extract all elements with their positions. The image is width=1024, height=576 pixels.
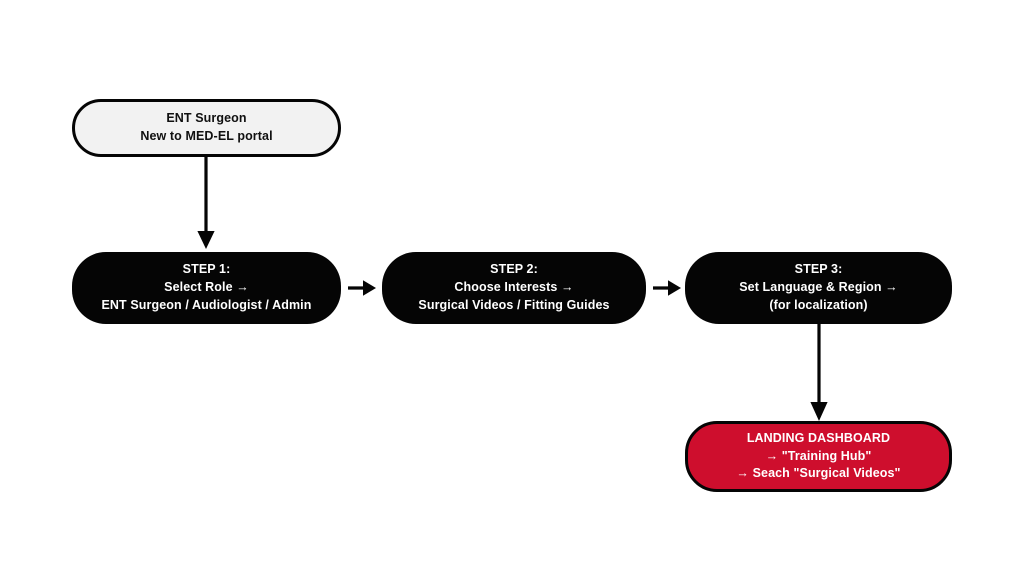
arrow-start-to-step1 — [191, 155, 221, 251]
node-step-1-line-2: Select Role → — [164, 280, 249, 295]
node-step-1[interactable]: STEP 1: Select Role → ENT Surgeon / Audi… — [72, 252, 341, 324]
node-step-2-line-3: Surgical Videos / Fitting Guides — [418, 297, 610, 312]
node-step-1-line-1: STEP 1: — [182, 262, 231, 277]
node-step-1-line-3: ENT Surgeon / Audiologist / Admin — [101, 297, 312, 312]
node-landing-line-3: → Seach "Surgical Videos" — [736, 466, 901, 481]
arrow-step2-to-step3 — [649, 275, 683, 301]
arrow-step1-to-step2 — [344, 275, 378, 301]
node-landing-line-2: → "Training Hub" — [765, 448, 872, 463]
node-step-2-line-1: STEP 2: — [490, 262, 538, 277]
arrow-step3-to-landing — [804, 321, 834, 423]
node-persona-start-line-2: New to MED-EL portal — [140, 129, 273, 143]
node-persona-start[interactable]: ENT Surgeon New to MED-EL portal — [72, 99, 341, 157]
node-step-3-line-1: STEP 3: — [794, 262, 843, 277]
node-landing-line-1: LANDING DASHBOARD — [746, 430, 891, 445]
node-step-3-line-2: Set Language & Region → — [739, 280, 898, 295]
node-step-3-line-3: (for localization) — [769, 297, 868, 312]
node-step-2-line-2: Choose Interests → — [454, 280, 574, 295]
node-step-3[interactable]: STEP 3: Set Language & Region → (for loc… — [685, 252, 952, 324]
node-persona-start-line-1: ENT Surgeon — [166, 111, 247, 126]
node-step-2[interactable]: STEP 2: Choose Interests → Surgical Vide… — [382, 252, 646, 324]
node-landing-dashboard[interactable]: LANDING DASHBOARD → "Training Hub" → Sea… — [685, 421, 952, 492]
